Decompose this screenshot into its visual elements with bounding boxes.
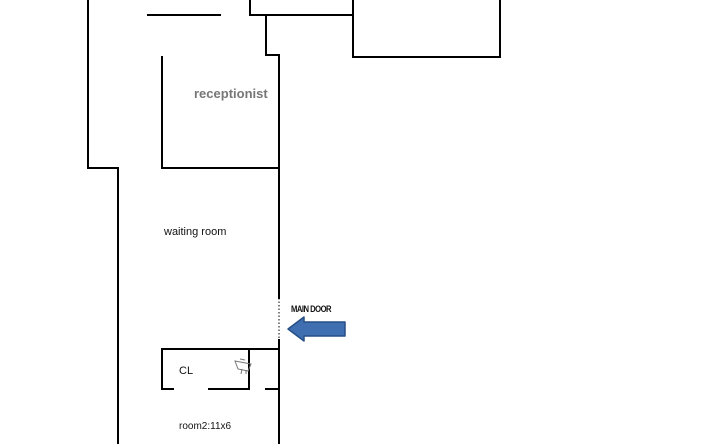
waiting-room-label: waiting room xyxy=(164,226,227,238)
closet-label: CL xyxy=(179,365,194,377)
room2-label: room2:11x6 xyxy=(179,421,232,432)
sink-icon xyxy=(234,358,252,375)
main-door-label: MAIN DOOR xyxy=(291,304,332,314)
receptionist-label: receptionist xyxy=(194,86,268,101)
arrow-left-icon xyxy=(287,316,346,342)
